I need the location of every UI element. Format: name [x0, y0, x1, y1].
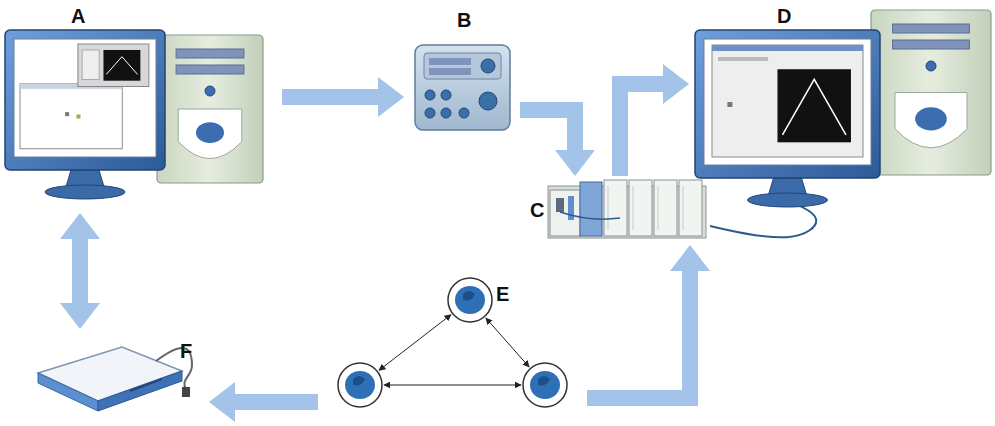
drive-slot — [893, 24, 970, 33]
flow-arrow — [233, 394, 318, 410]
storage-f: F — [30, 335, 205, 420]
network-link — [384, 385, 521, 386]
tower-badge-dot — [915, 107, 947, 130]
instrument-body — [415, 45, 510, 130]
drive-slot — [176, 65, 244, 74]
drive-slot — [130, 379, 162, 391]
window-icon — [65, 112, 69, 116]
flow-arrow — [282, 89, 380, 105]
tower-badge-dot — [196, 122, 224, 143]
drive-slot — [176, 49, 244, 58]
tower-case — [157, 35, 263, 183]
window-icon — [727, 102, 732, 107]
letter-label: B — [457, 10, 471, 30]
node-illustration — [530, 178, 710, 243]
network-node-mark — [538, 376, 550, 385]
computer-a: A — [5, 5, 267, 205]
monitor-screen — [14, 39, 156, 157]
tower-case — [871, 10, 991, 175]
network-node-mark — [353, 376, 365, 385]
monitor-base — [45, 185, 125, 199]
window-icon — [76, 115, 80, 119]
instrument-display — [429, 58, 471, 65]
flow-arrow — [520, 110, 575, 152]
app-window — [78, 44, 149, 86]
instrument-button — [459, 108, 469, 118]
app-window — [712, 45, 863, 157]
instrument-knob — [481, 59, 495, 73]
node-illustration — [5, 5, 267, 205]
plc-module — [580, 182, 602, 236]
plc-module-edge — [683, 186, 684, 230]
plc-module — [654, 180, 677, 236]
flow-arrow — [587, 269, 690, 398]
instrument-button — [425, 90, 435, 100]
node-illustration — [330, 270, 575, 415]
network-node-core — [530, 371, 560, 399]
plot-line — [106, 57, 137, 75]
window-titlebar — [712, 45, 863, 51]
drive-side — [38, 373, 98, 411]
network-node — [523, 363, 567, 407]
instrument-button — [441, 108, 451, 118]
plc-c: C — [530, 178, 710, 243]
monitor-base — [748, 193, 828, 207]
usb-plug — [182, 387, 190, 397]
monitor-bezel — [695, 30, 880, 178]
node-illustration — [30, 335, 205, 420]
plc-module — [679, 180, 702, 236]
plc-module — [629, 180, 652, 236]
flow-arrow — [620, 84, 665, 176]
drive-side — [98, 371, 182, 411]
monitor-bezel — [5, 30, 165, 170]
letter-label: F — [180, 341, 192, 361]
app-window — [20, 84, 122, 149]
plot-line — [782, 79, 845, 134]
plc-cable — [560, 212, 620, 219]
tower-badge — [178, 109, 242, 159]
network-node — [448, 278, 492, 322]
power-button — [926, 61, 936, 71]
network-node-core — [455, 286, 485, 314]
monitor-screen — [704, 39, 871, 165]
network-link — [486, 318, 529, 367]
network-link — [379, 315, 451, 371]
plc-module-edge — [608, 186, 609, 230]
plc-module-edge — [658, 186, 659, 230]
letter-label: C — [530, 200, 544, 220]
plc-port — [556, 198, 564, 212]
plc-module — [604, 180, 627, 236]
instrument-b: B — [410, 5, 515, 135]
letter-label: D — [777, 6, 791, 26]
network-node-core — [345, 371, 375, 399]
drive-slot — [893, 40, 970, 49]
plot-pane — [777, 69, 850, 142]
instrument-button — [425, 108, 435, 118]
computer-d: D — [695, 5, 994, 210]
power-button — [205, 86, 215, 96]
tower-badge — [895, 93, 967, 148]
instrument-knob — [479, 92, 497, 110]
instrument-button — [441, 90, 451, 100]
plc-module-edge — [633, 186, 634, 230]
plot-pane — [103, 50, 140, 81]
flow-arrow — [72, 237, 88, 305]
control-panel — [82, 50, 99, 80]
letter-label: A — [71, 6, 85, 26]
node-illustration — [695, 5, 994, 210]
network-node — [338, 363, 382, 407]
network-e: E — [330, 270, 575, 415]
window-toolbar — [718, 57, 768, 61]
letter-label: E — [496, 284, 509, 304]
network-node-mark — [463, 291, 475, 300]
instrument-display — [429, 68, 471, 75]
instrument-panel — [424, 53, 501, 79]
